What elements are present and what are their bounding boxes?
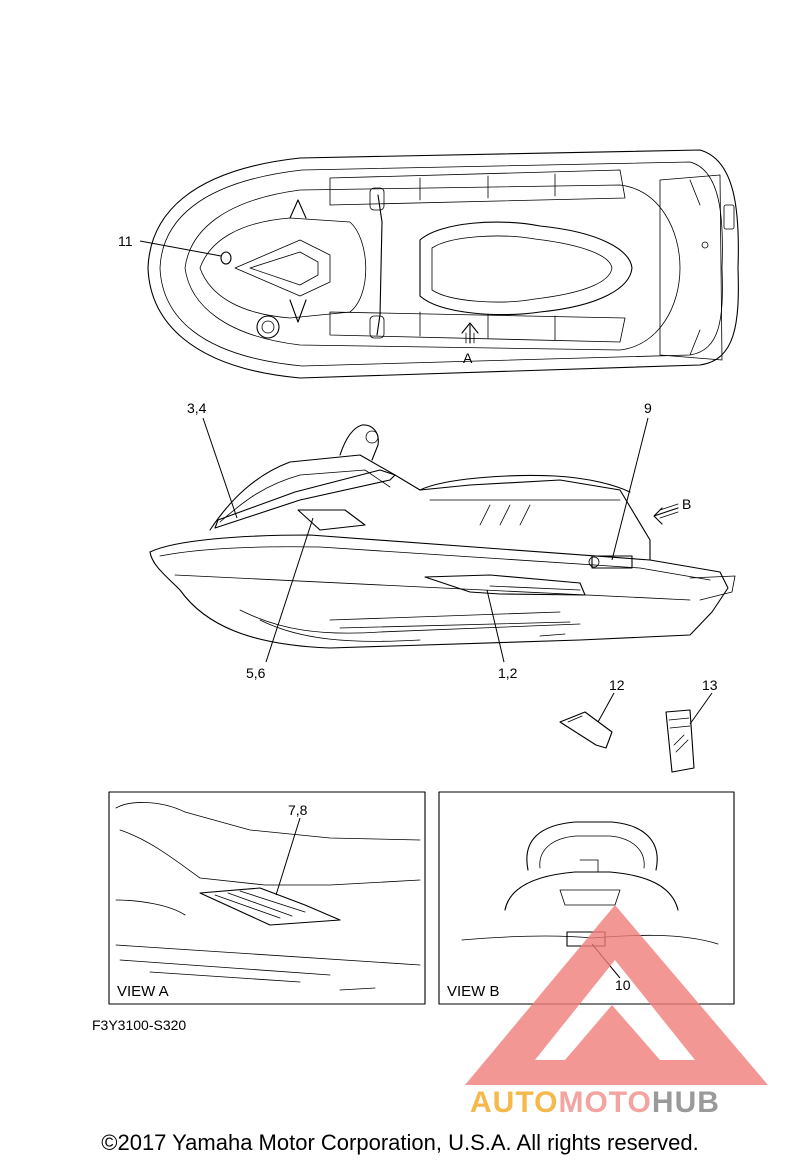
view-a-label: VIEW A xyxy=(117,983,169,1000)
leader-11 xyxy=(139,240,222,257)
top-view-watercraft xyxy=(147,149,739,379)
leader-5-6 xyxy=(265,517,314,663)
figure-code: F3Y3100-S320 xyxy=(92,1017,186,1033)
watermark-hub: HUB xyxy=(652,1086,720,1119)
callout-7-8: 7,8 xyxy=(288,802,308,818)
callout-11: 11 xyxy=(118,233,133,249)
view-b-label: VIEW B xyxy=(447,983,500,1000)
callout-10: 10 xyxy=(615,977,631,993)
leader-1-2 xyxy=(486,589,505,663)
leader-9 xyxy=(611,417,649,561)
callout-9: 9 xyxy=(644,400,652,416)
callout-A: A xyxy=(463,350,473,366)
watermark-moto: MOTO xyxy=(558,1086,651,1119)
callout-3-4: 3,4 xyxy=(187,400,207,416)
leader-3-4 xyxy=(202,417,238,519)
watermark-logo: AUTOMOTOHUB xyxy=(465,905,768,1119)
view-a-panel xyxy=(108,791,426,1005)
leader-13 xyxy=(689,692,713,725)
callout-12: 12 xyxy=(609,677,625,693)
watermark-auto: AUTO xyxy=(470,1086,558,1119)
callout-B: B xyxy=(682,496,691,512)
callout-5-6: 5,6 xyxy=(246,665,266,681)
callout-1-2: 1,2 xyxy=(498,665,518,681)
leader-7-8 xyxy=(275,817,301,896)
svg-text:AUTOMOTOHUB: AUTOMOTOHUB xyxy=(470,1086,720,1119)
leader-12 xyxy=(597,692,615,723)
part-12-tag xyxy=(559,711,613,749)
copyright-notice: ©2017 Yamaha Motor Corporation, U.S.A. A… xyxy=(101,1130,698,1155)
part-13-card xyxy=(665,709,695,773)
callout-13: 13 xyxy=(702,677,718,693)
side-view-watercraft xyxy=(149,424,736,649)
